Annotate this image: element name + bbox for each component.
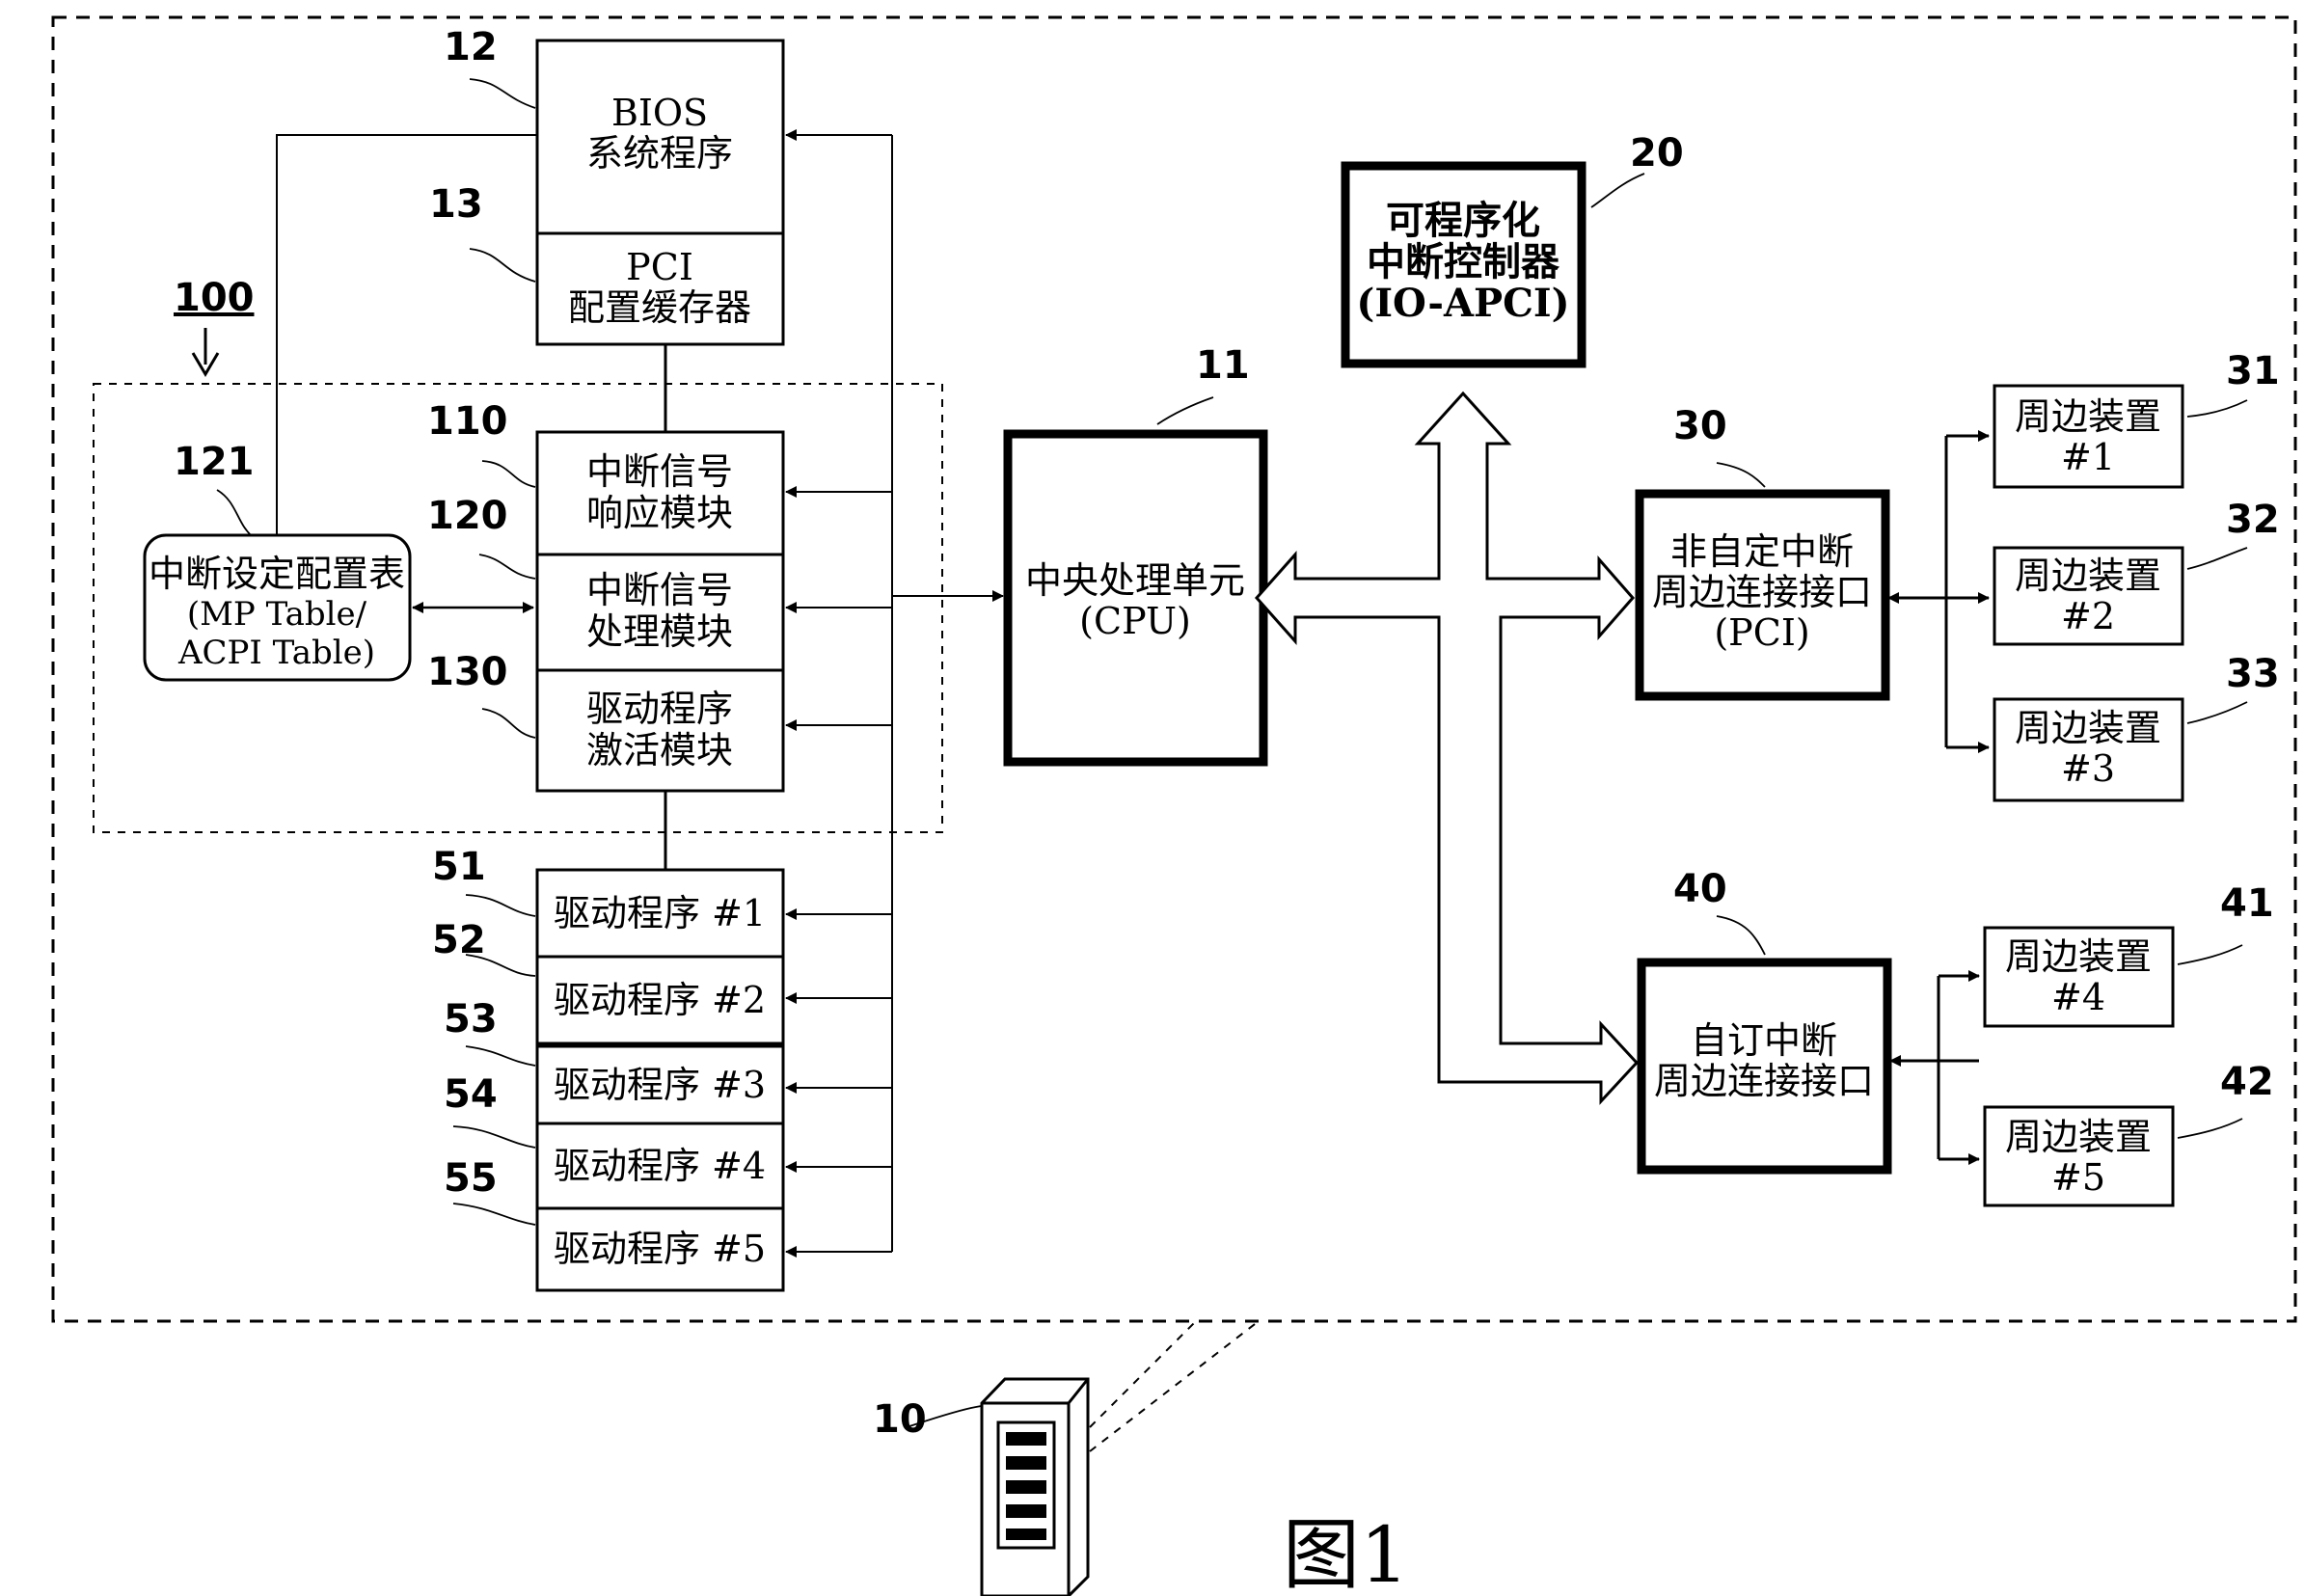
ref-52: 52 <box>432 918 486 962</box>
ref-41: 41 <box>2220 881 2274 926</box>
ref-53: 53 <box>444 997 498 1041</box>
ref-12: 12 <box>444 25 498 69</box>
ref-13: 13 <box>429 182 483 227</box>
peripheral-1-box: 周边装置 #1 <box>1993 384 2184 489</box>
ref-100-arrow <box>191 328 220 377</box>
peripheral-5-box: 周边装置 #5 <box>1983 1105 2175 1207</box>
ref-100: 100 <box>174 276 255 320</box>
driver-4-box: 驱动程序 #4 <box>535 1122 785 1210</box>
ref-40: 40 <box>1673 867 1727 911</box>
cpu-line2: (CPU) <box>1079 600 1191 642</box>
ref-32: 32 <box>2226 498 2280 542</box>
peri2-line1: 周边装置 <box>2015 555 2161 597</box>
custom-line2: 周边连接接口 <box>1654 1060 1874 1102</box>
peri2-line2: #2 <box>2061 595 2115 637</box>
peripheral-2-box: 周边装置 #2 <box>1993 546 2184 646</box>
driver-5-label: 驱动程序 #5 <box>554 1228 766 1270</box>
system-bus-arrow <box>1254 391 1640 1105</box>
ref-120: 120 <box>427 494 508 538</box>
bios-line1: BIOS <box>611 92 708 134</box>
peri5-line1: 周边装置 <box>2005 1116 2152 1158</box>
peri4-line1: 周边装置 <box>2005 935 2152 978</box>
custom-interrupt-interface-box: 自订中断 周边连接接口 <box>1637 958 1892 1175</box>
module-group-boundary <box>93 383 943 833</box>
peripheral-4-box: 周边装置 #4 <box>1983 926 2175 1028</box>
noncustom-line3: (PCI) <box>1714 611 1809 654</box>
driver-2-label: 驱动程序 #2 <box>554 979 766 1021</box>
ref-20: 20 <box>1630 131 1684 176</box>
peri4-line2: #4 <box>2051 976 2105 1018</box>
ref-130: 130 <box>427 650 508 694</box>
noncustom-line1: 非自定中断 <box>1670 530 1854 573</box>
bios-box: BIOS 系统程序 <box>535 39 785 235</box>
pci-cfg-line1: PCI <box>626 246 693 288</box>
figure-caption: 图1 <box>1283 1510 1409 1596</box>
ioapic-line2: 中断控制器 <box>1367 239 1560 284</box>
non-custom-interrupt-pci-box: 非自定中断 周边连接接口 (PCI) <box>1635 489 1890 701</box>
drv-act-line2: 激活模块 <box>586 729 733 771</box>
int-resp-line2: 响应模块 <box>586 492 733 534</box>
driver-4-label: 驱动程序 #4 <box>554 1145 766 1187</box>
ref-51: 51 <box>432 845 486 889</box>
ioapic-line3: (IO-APCI) <box>1356 281 1569 326</box>
driver-5-box: 驱动程序 #5 <box>535 1206 785 1292</box>
cpu-box: 中央处理单元 (CPU) <box>1003 429 1268 767</box>
noncustom-line2: 周边连接接口 <box>1652 571 1872 613</box>
interrupt-response-module-box: 中断信号 响应模块 <box>535 430 785 556</box>
computer-tower-icon <box>980 1377 1090 1596</box>
driver-2-box: 驱动程序 #2 <box>535 955 785 1045</box>
ref-55: 55 <box>444 1156 498 1201</box>
table-line1: 中断设定配置表 <box>149 553 405 595</box>
ref-10: 10 <box>873 1397 927 1442</box>
table-line3: ACPI Table) <box>177 634 375 672</box>
driver-3-label: 驱动程序 #3 <box>554 1064 766 1106</box>
ref-31: 31 <box>2226 349 2280 393</box>
driver-activation-module-box: 驱动程序 激活模块 <box>535 668 785 793</box>
cpu-line1: 中央处理单元 <box>1025 559 1245 602</box>
ref-42: 42 <box>2220 1060 2274 1104</box>
interrupt-config-table-box: 中断设定配置表 (MP Table/ ACPI Table) <box>143 533 412 682</box>
ioapic-line1: 可程序化 <box>1386 198 1540 243</box>
io-apic-box: 可程序化 中断控制器 (IO-APCI) <box>1341 161 1586 368</box>
int-proc-line1: 中断信号 <box>586 569 733 611</box>
drv-act-line1: 驱动程序 <box>586 688 733 730</box>
custom-line1: 自订中断 <box>1691 1019 1837 1062</box>
peri3-line2: #3 <box>2061 747 2115 790</box>
ref-30: 30 <box>1673 404 1727 448</box>
peri5-line2: #5 <box>2051 1156 2105 1199</box>
peripheral-3-box: 周边装置 #3 <box>1993 697 2184 802</box>
driver-1-box: 驱动程序 #1 <box>535 868 785 959</box>
ref-33: 33 <box>2226 652 2280 696</box>
pci-cfg-line2: 配置缓存器 <box>568 286 751 329</box>
pci-config-register-box: PCI 配置缓存器 <box>535 231 785 346</box>
interrupt-processing-module-box: 中断信号 处理模块 <box>535 553 785 672</box>
ref-110: 110 <box>427 399 508 444</box>
int-proc-line2: 处理模块 <box>586 610 733 653</box>
peri1-line2: #1 <box>2061 436 2115 478</box>
driver-1-label: 驱动程序 #1 <box>554 892 766 934</box>
int-resp-line1: 中断信号 <box>586 450 733 493</box>
table-line2: (MP Table/ <box>187 595 367 634</box>
system-boundary <box>51 15 2297 1323</box>
peri1-line1: 周边装置 <box>2015 395 2161 438</box>
driver-3-box: 驱动程序 #3 <box>535 1044 785 1125</box>
ref-54: 54 <box>444 1072 498 1117</box>
bios-line2: 系统程序 <box>586 132 733 175</box>
peri3-line1: 周边装置 <box>2015 707 2161 749</box>
ref-11: 11 <box>1196 343 1250 388</box>
ref-121: 121 <box>174 440 255 484</box>
